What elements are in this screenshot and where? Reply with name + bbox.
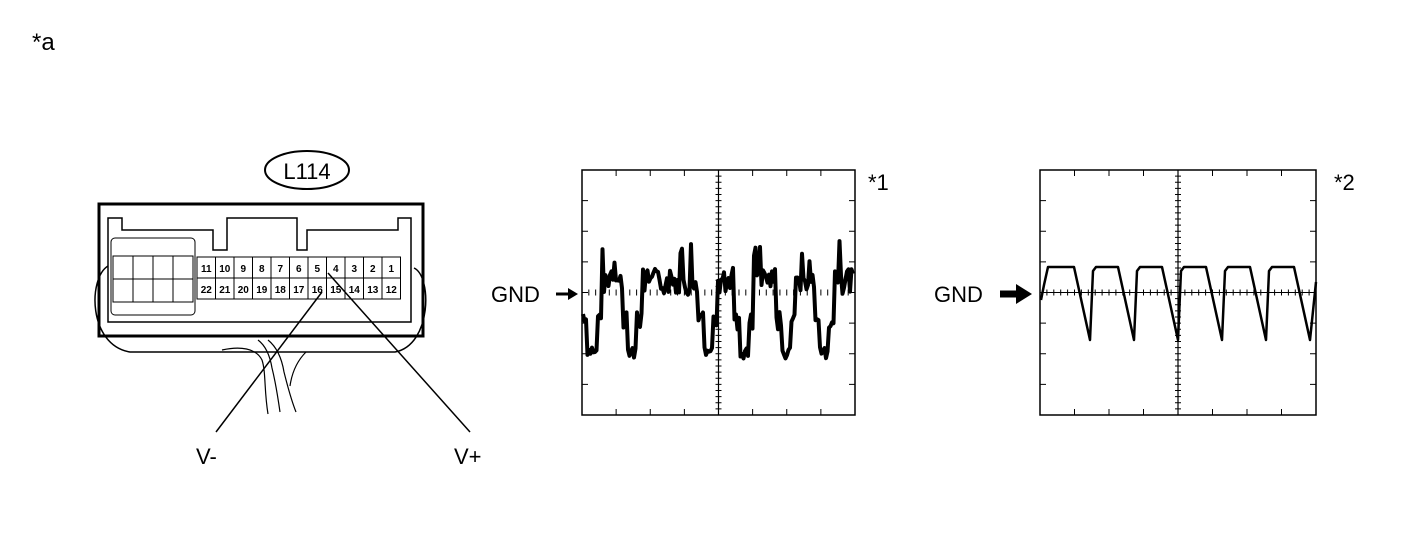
pin-number: 12 [386,285,398,296]
probe-label-negative: V- [196,444,217,469]
pin-number: 6 [296,264,302,275]
connector-left-cells [112,255,194,303]
figure-label: *a [32,29,55,56]
pin-number: 2 [370,264,376,275]
pin-number: 5 [314,264,320,275]
pin-number: 13 [367,285,379,296]
probe-label-positive: V+ [454,444,482,469]
pin-number: 21 [219,285,231,296]
pin-number: 4 [333,264,339,275]
waveform-2: *2 GND [934,169,1355,416]
pin-number: 1 [388,264,394,275]
waveform-2-callout: *2 [1334,170,1355,195]
waveform-1: *1 GND [491,169,889,416]
wire-bundle [221,339,307,415]
pin-number: 20 [238,285,250,296]
pin-number: 15 [330,285,342,296]
waveform-1-gnd-label: GND [491,282,540,307]
waveform-2-gnd-label: GND [934,282,983,307]
probe-lead-negative [215,291,323,433]
wire-harness-loop [94,265,427,353]
connector-id: L114 [283,159,330,184]
pin-number: 19 [256,285,268,296]
probe-lead-positive [327,272,471,433]
pin-number: 22 [201,285,213,296]
pin-number: 11 [201,264,212,275]
pin-number: 10 [219,264,231,275]
connector-id-oval [264,150,350,190]
pin-number: 3 [351,264,357,275]
pin-number: 9 [240,264,246,275]
gnd-arrow-2-icon [1000,284,1032,304]
pin-number: 7 [277,264,283,275]
connector-inner-outline [107,217,412,323]
connector-left-cavity [110,237,196,316]
pin-number: 14 [349,285,361,296]
pin-cell [381,277,401,300]
connector-housing [97,202,425,338]
pin-number: 18 [275,285,287,296]
waveform-trace-1 [581,239,855,361]
gnd-arrow-1-icon [556,288,578,300]
waveform-1-callout: *1 [868,170,889,195]
waveform-trace-2 [1039,265,1318,342]
scope-graticule-2 [1039,169,1316,416]
pin-number: 17 [293,285,305,296]
pin-number: 16 [312,285,324,296]
pin-number: 8 [259,264,265,275]
